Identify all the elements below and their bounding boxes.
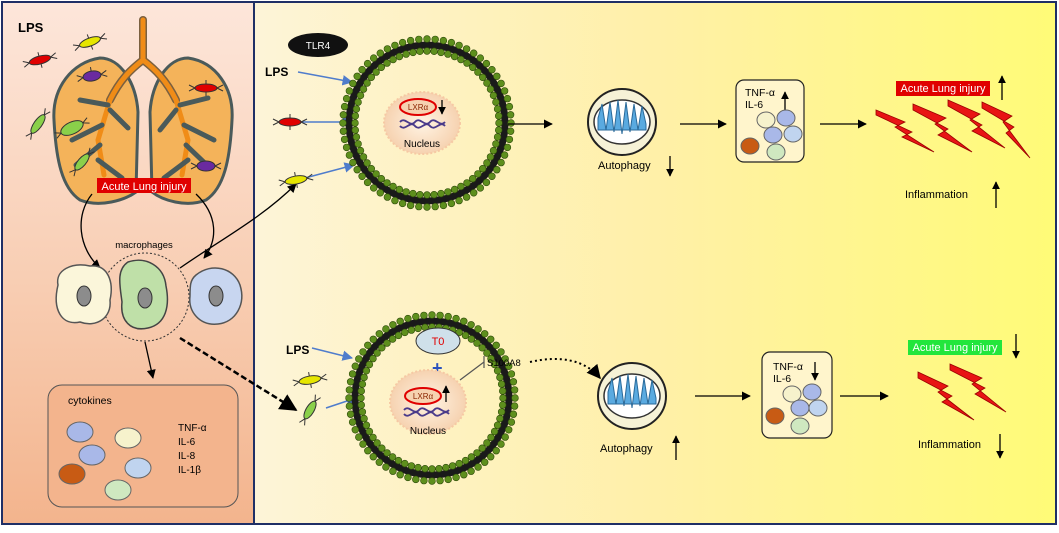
cytokines-title: cytokines bbox=[68, 395, 112, 407]
macrophage-group-outline bbox=[100, 252, 190, 342]
bottom-bacteria-green bbox=[299, 394, 321, 426]
s100a8-inhibition-line bbox=[459, 356, 485, 381]
bottom-lxr-oval bbox=[404, 387, 442, 405]
lungs-to-macrophage-arrow-right bbox=[195, 193, 215, 259]
top-cell-membrane bbox=[339, 35, 515, 211]
t0-drug-oval bbox=[415, 327, 461, 355]
macrophage-left-nucleus bbox=[76, 285, 92, 307]
bottom-ali-label: Acute Lung injury bbox=[913, 342, 998, 354]
top-cytokine-tnf: TNF-α bbox=[745, 87, 775, 99]
top-autophagy-label: Autophagy bbox=[598, 160, 651, 172]
top-lps-label: LPS bbox=[265, 65, 288, 79]
bottom-cytokine-il6: IL-6 bbox=[773, 373, 791, 385]
macrophages-label: macrophages bbox=[115, 240, 173, 251]
bottom-nucleus-label: Nucleus bbox=[410, 426, 446, 437]
bacteria-green-3 bbox=[69, 147, 95, 177]
left-ali-label: Acute Lung injury bbox=[102, 181, 187, 193]
top-cytokine-dots bbox=[740, 109, 803, 161]
bacteria-green-2 bbox=[54, 117, 90, 139]
top-dna-icon bbox=[399, 119, 446, 129]
s100a8-to-mito-dotted-arrow bbox=[529, 358, 601, 380]
bottom-lxr-label: LXRα bbox=[413, 392, 434, 401]
bottom-autophagy-label: Autophagy bbox=[600, 443, 653, 455]
left-ali-badge bbox=[97, 178, 191, 193]
top-ali-label: Acute Lung injury bbox=[901, 83, 986, 95]
lungs-to-macrophage-arrow-left bbox=[80, 193, 101, 269]
bottom-lightning-icons bbox=[917, 363, 1007, 421]
tlr4-receptor bbox=[288, 33, 348, 57]
bacteria-yellow-1 bbox=[72, 33, 108, 51]
bottom-cytokine-dots bbox=[765, 383, 828, 435]
top-cytokine-il6: IL-6 bbox=[745, 99, 763, 111]
top-inflammation-label: Inflammation bbox=[905, 189, 968, 201]
cytokine-il6: IL-6 bbox=[178, 437, 196, 448]
cytokine-tnf: TNF-α bbox=[178, 423, 207, 434]
bottom-mitochondrion-icon bbox=[597, 362, 667, 430]
bacteria-purple-2 bbox=[190, 160, 222, 172]
macrophage-to-bottom-pathway-arrow bbox=[179, 336, 298, 412]
bacteria-red-2 bbox=[188, 80, 224, 96]
bottom-cytokine-tnf: TNF-α bbox=[773, 361, 803, 373]
top-lxr-label: LXRα bbox=[408, 103, 429, 112]
bottom-inflammation-label: Inflammation bbox=[918, 439, 981, 451]
bottom-dna-icon bbox=[403, 407, 450, 417]
bacteria-green-1 bbox=[25, 108, 51, 140]
cytokines-box bbox=[47, 384, 239, 508]
plus-icon: + bbox=[432, 358, 443, 378]
top-bacteria-yellow bbox=[278, 172, 314, 188]
top-mitochondrion-icon bbox=[587, 88, 657, 156]
bacteria-purple-1 bbox=[76, 67, 108, 82]
top-lps-arrow-3 bbox=[304, 162, 356, 179]
top-lps-arrow-1 bbox=[297, 71, 354, 86]
s100a8-label: S100A8 bbox=[487, 358, 521, 369]
bottom-bacteria-yellow bbox=[292, 372, 328, 388]
bottom-cell-membrane bbox=[345, 311, 519, 485]
top-lxr-oval bbox=[399, 98, 437, 116]
macrophage-center-nucleus bbox=[137, 287, 153, 309]
tlr4-label: TLR4 bbox=[306, 41, 331, 52]
bacteria-red-1 bbox=[22, 52, 58, 68]
macrophage-to-cytokines-arrow bbox=[144, 341, 156, 379]
macrophage-right-nucleus bbox=[208, 285, 224, 307]
top-lightning-icons bbox=[875, 99, 1031, 159]
top-ali-badge bbox=[896, 81, 990, 96]
macrophage-to-top-pathway-arrow bbox=[179, 183, 297, 269]
left-lps-label: LPS bbox=[18, 20, 44, 35]
bottom-ali-badge bbox=[908, 340, 1002, 355]
t0-drug-label: T0 bbox=[432, 336, 445, 348]
top-bacteria-red bbox=[272, 114, 308, 130]
bottom-lps-arrow-1 bbox=[311, 347, 354, 361]
top-nucleus-label: Nucleus bbox=[404, 139, 440, 150]
cytokine-dots bbox=[58, 421, 152, 501]
cytokine-il8: IL-8 bbox=[178, 451, 196, 462]
cytokine-il1b: IL-1β bbox=[178, 465, 201, 476]
bottom-lps-label: LPS bbox=[286, 343, 309, 357]
